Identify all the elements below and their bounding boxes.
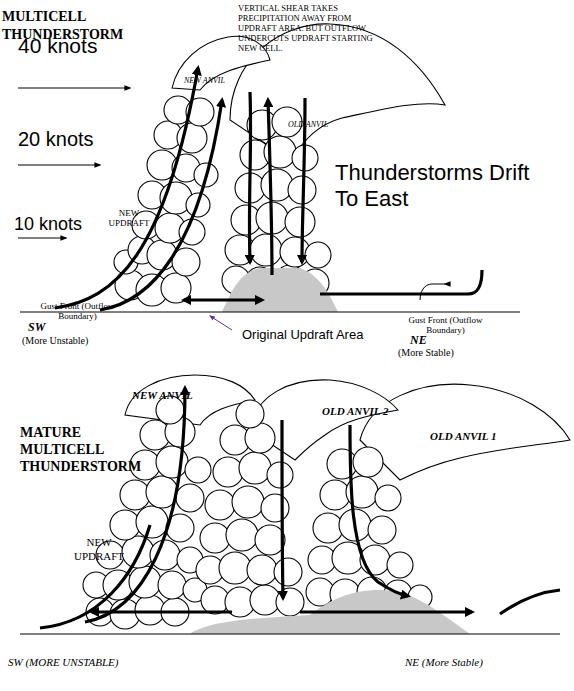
updraft-arrow xyxy=(268,100,272,275)
cloud-puff xyxy=(176,484,204,512)
direction-label: NE (More Stable) xyxy=(405,655,555,669)
drift-note: Thunderstorms Drift To East xyxy=(335,160,535,212)
updraft-arrow xyxy=(85,388,185,622)
wind-arrow xyxy=(18,88,130,89)
cloud-puff xyxy=(158,571,186,599)
cloud-puff xyxy=(313,513,343,543)
gust-front-label: Gust Front (Outflow Boundary) xyxy=(30,301,125,321)
anvil-label: OLD ANVIL xyxy=(288,120,348,130)
precipitation-area xyxy=(222,268,338,312)
cloud-puff xyxy=(135,595,165,625)
updraft-arrow xyxy=(100,100,222,310)
anvil-label: OLD ANVIL 1 xyxy=(430,430,540,443)
cloud-puff xyxy=(250,234,282,266)
cloud-puff xyxy=(327,449,357,479)
wind-speed: 20 knots xyxy=(18,128,148,151)
downdraft-arrow xyxy=(249,92,250,262)
ground-line xyxy=(20,634,560,635)
inflow-arrow xyxy=(500,590,560,614)
cloud-puff xyxy=(185,457,211,483)
wind-speed: 40 knots xyxy=(18,34,148,58)
wind-speed: 10 knots xyxy=(14,214,124,235)
cloud-puff xyxy=(387,552,413,578)
anvil-label: NEW ANVIL xyxy=(184,76,244,86)
panel-title: MATURE MULTICELL THUNDERSTORM xyxy=(20,424,155,475)
cloud-tower xyxy=(306,447,432,609)
cloud-puff xyxy=(247,555,277,585)
updraft-arrow xyxy=(55,68,198,308)
direction-label: NE xyxy=(410,333,450,347)
cloud-puff xyxy=(274,558,302,586)
note-text: VERTICAL SHEAR TAKES PRECIPITATION AWAY … xyxy=(238,3,378,53)
stability-label: (More Unstable) xyxy=(22,335,132,347)
cloud-puff xyxy=(150,540,180,570)
anvil-label: NEW ANVIL xyxy=(132,389,242,402)
old-anvil xyxy=(360,384,570,480)
cloud-puff xyxy=(276,588,304,616)
outflow-arrow xyxy=(320,270,482,294)
cloud-puff xyxy=(320,480,350,510)
old-anvil xyxy=(250,380,398,460)
downdraft-arrow xyxy=(350,425,408,596)
cloud-puff xyxy=(261,169,293,201)
cloud-puff xyxy=(285,207,315,237)
cloud-puff xyxy=(305,242,331,268)
cloud-puff xyxy=(205,490,235,520)
cloud-puff xyxy=(219,552,251,584)
anvil-label: OLD ANVIL 2 xyxy=(322,405,432,418)
cloud-tower xyxy=(196,400,304,617)
cloud-puff xyxy=(236,400,264,428)
gust-front-label: Gust Front (Outflow Boundary) xyxy=(398,315,493,335)
direction-label: SW (MORE UNSTABLE) xyxy=(8,655,208,669)
cloud-puff xyxy=(239,452,271,484)
outflow-arrow xyxy=(92,610,232,613)
cloud-puff xyxy=(368,516,396,544)
cloud-tower xyxy=(83,396,211,629)
cloud-puff xyxy=(120,480,150,510)
updraft-label: NEW UPDRAFT xyxy=(103,208,155,228)
area-label: Original Updraft Area xyxy=(242,327,412,342)
cloud-tower xyxy=(114,96,218,306)
inflow-arrow xyxy=(420,284,445,300)
cloud-puff xyxy=(136,506,168,538)
wind-arrow xyxy=(18,165,100,166)
cloud-puff xyxy=(232,486,264,518)
cloud-puff xyxy=(226,519,258,551)
downdraft-arrow xyxy=(282,420,283,598)
outflow-arrow xyxy=(184,298,262,301)
updraft-label: NEW UPDRAFT xyxy=(64,535,134,563)
cloud-puff xyxy=(375,485,401,511)
cloud-puff xyxy=(353,447,383,477)
cloud-puff xyxy=(250,585,280,615)
cloud-puff xyxy=(200,523,230,553)
cloud-puff xyxy=(267,462,293,488)
cloud-puff xyxy=(213,457,243,487)
outflow-arrow xyxy=(300,610,472,613)
stability-label: (More Stable) xyxy=(398,347,508,359)
direction-label: SW xyxy=(28,320,68,334)
cloud-puff xyxy=(110,510,140,540)
cloud-puff xyxy=(255,525,285,555)
cloud-puff xyxy=(261,494,289,522)
wind-arrow xyxy=(18,238,66,239)
new-anvil xyxy=(125,375,255,425)
leader-line xyxy=(210,316,232,330)
